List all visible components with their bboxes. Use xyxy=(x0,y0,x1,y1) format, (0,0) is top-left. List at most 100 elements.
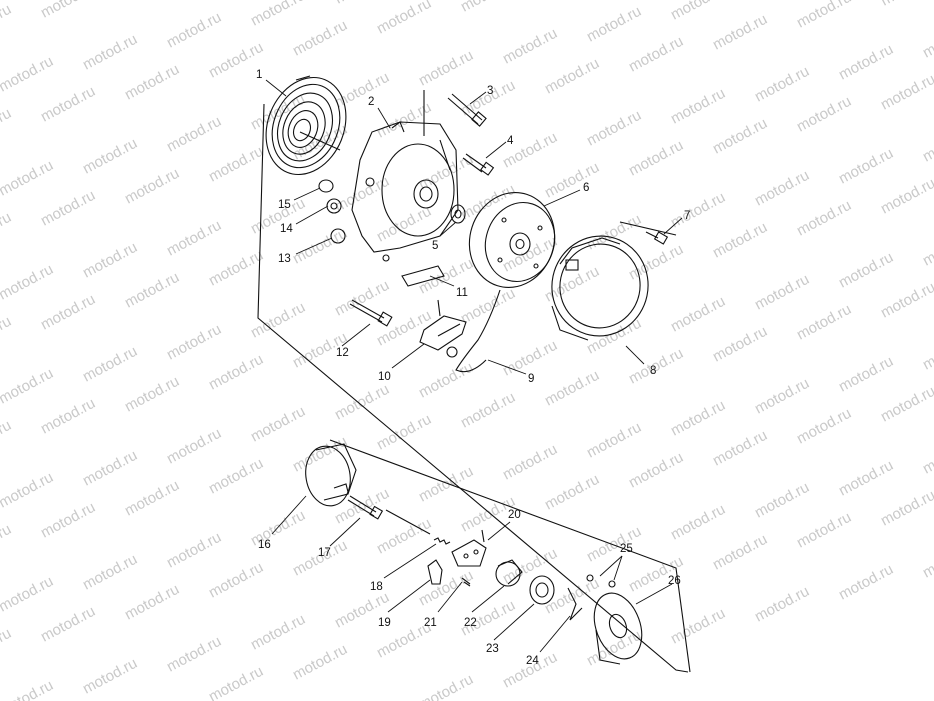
watermark-text: motod.ru xyxy=(248,0,308,30)
callout-labels: 1 2 3 4 5 6 7 8 9 10 11 12 13 14 15 16 1… xyxy=(256,69,690,667)
watermark-text: motod.ru xyxy=(458,181,518,224)
watermark-text: motod.ru xyxy=(794,93,854,136)
watermark-text: motod.ru xyxy=(710,115,770,158)
watermark-text: motod.ru xyxy=(164,217,224,260)
callout-22: 22 xyxy=(464,617,477,629)
watermark-text: motod.ru xyxy=(920,435,934,478)
watermark-text: motod.ru xyxy=(38,603,98,646)
watermark-text: motod.ru xyxy=(80,343,140,386)
watermark-text: motod.ru xyxy=(206,247,266,290)
watermark-text: motod.ru xyxy=(290,641,350,684)
washer-23 xyxy=(529,575,555,605)
watermark-text: motod.ru xyxy=(122,373,182,416)
watermark-text: motod.ru xyxy=(878,0,934,10)
watermark-text: motod.ru xyxy=(878,175,934,218)
watermark-text: motod.ru xyxy=(752,479,812,522)
watermark-text: motod.ru xyxy=(458,389,518,432)
watermark-text: motod.ru xyxy=(0,573,56,616)
watermark-text: motod.ru xyxy=(752,583,812,626)
watermark-text: motod.ru xyxy=(668,85,728,128)
starter-cover xyxy=(551,235,649,341)
callout-21: 21 xyxy=(424,617,437,629)
watermark-text: motod.ru xyxy=(710,11,770,54)
watermark-text: motod.ru xyxy=(206,143,266,186)
watermark-text: motod.ru xyxy=(920,227,934,270)
watermark-text: motod.ru xyxy=(878,487,934,530)
pawl-assembly xyxy=(451,529,487,567)
starter-pulley xyxy=(468,191,556,289)
callout-9: 9 xyxy=(528,373,534,385)
watermark-text: motod.ru xyxy=(122,165,182,208)
callout-7: 7 xyxy=(684,210,690,222)
watermark-text: motod.ru xyxy=(626,241,686,284)
recoil-housing xyxy=(351,121,459,262)
watermark-text: motod.ru xyxy=(626,137,686,180)
watermark-text: motod.ru xyxy=(80,135,140,178)
watermark-text: motod.ru xyxy=(542,367,602,410)
watermark-text: motod.ru xyxy=(0,417,14,460)
watermark-text: motod.ru xyxy=(668,605,728,648)
watermark-text: motod.ru xyxy=(0,105,14,148)
watermark-text: motod.ru xyxy=(38,0,98,22)
callout-10: 10 xyxy=(378,371,391,383)
watermark-text: motod.ru xyxy=(164,9,224,52)
watermark-text: motod.ru xyxy=(416,567,476,610)
callout-1: 1 xyxy=(256,69,262,81)
watermark-text: motod.ru xyxy=(752,271,812,314)
watermark-text: motod.ru xyxy=(584,419,644,462)
callout-19: 19 xyxy=(378,617,391,629)
watermark-text: motod.ru xyxy=(416,671,476,701)
watermark-text: motod.ru xyxy=(626,449,686,492)
watermark-text: motod.ru xyxy=(878,383,934,426)
callout-3: 3 xyxy=(487,85,493,97)
callout-2: 2 xyxy=(368,96,374,108)
watermark-text: motod.ru xyxy=(0,365,56,408)
bolt-3 xyxy=(447,93,487,127)
watermark-text: motod.ru xyxy=(332,485,392,528)
watermark-text: motod.ru xyxy=(416,463,476,506)
watermark-text: motod.ru xyxy=(0,1,14,44)
watermark-text: motod.ru xyxy=(164,633,224,676)
screws-25 xyxy=(586,574,616,588)
callout-24: 24 xyxy=(526,655,539,667)
watermark-text: motod.ru xyxy=(164,321,224,364)
callout-5: 5 xyxy=(432,240,438,252)
watermark-text: motod.ru xyxy=(794,0,854,32)
watermark-text: motod.ru xyxy=(164,529,224,572)
bolt-4 xyxy=(462,153,495,176)
watermark-text: motod.ru xyxy=(458,0,518,16)
watermark-text: motod.ru xyxy=(794,509,854,552)
callout-18: 18 xyxy=(370,581,383,593)
callout-17: 17 xyxy=(318,547,331,559)
callout-6: 6 xyxy=(583,182,589,194)
watermark-text: motod.ru xyxy=(164,113,224,156)
watermark-text: motod.ru xyxy=(374,99,434,142)
watermark-text: motod.ru xyxy=(416,47,476,90)
watermark-text: motod.ru xyxy=(542,159,602,202)
watermark-text: motod.ru xyxy=(584,107,644,150)
watermark-text: motod.ru xyxy=(584,315,644,358)
watermark-text: motod.ru xyxy=(710,427,770,470)
watermark-text: motod.ru xyxy=(0,469,56,512)
watermark-text: motod.ru xyxy=(794,197,854,240)
watermark-text: motod.ru xyxy=(500,25,560,68)
bolt-17 xyxy=(347,495,431,535)
watermark-text: motod.ru xyxy=(0,209,14,252)
watermark-text: motod.ru xyxy=(206,663,266,701)
watermark-text: motod.ru xyxy=(38,499,98,542)
starter-rope xyxy=(455,289,501,373)
watermark-text: motod.ru xyxy=(332,0,392,8)
watermark-text: motod.ru xyxy=(0,677,56,701)
watermark-text: motod.ru xyxy=(374,411,434,454)
callout-8: 8 xyxy=(650,365,656,377)
watermark-text: motod.ru xyxy=(206,559,266,602)
watermark-text: motod.ru xyxy=(416,359,476,402)
watermark-text: motod.ru xyxy=(0,625,14,668)
callout-16: 16 xyxy=(258,539,271,551)
watermark-text: motod.ru xyxy=(752,63,812,106)
watermark-text: motod.ru xyxy=(0,157,56,200)
watermark-text: motod.ru xyxy=(80,447,140,490)
cover-plate xyxy=(593,592,643,665)
